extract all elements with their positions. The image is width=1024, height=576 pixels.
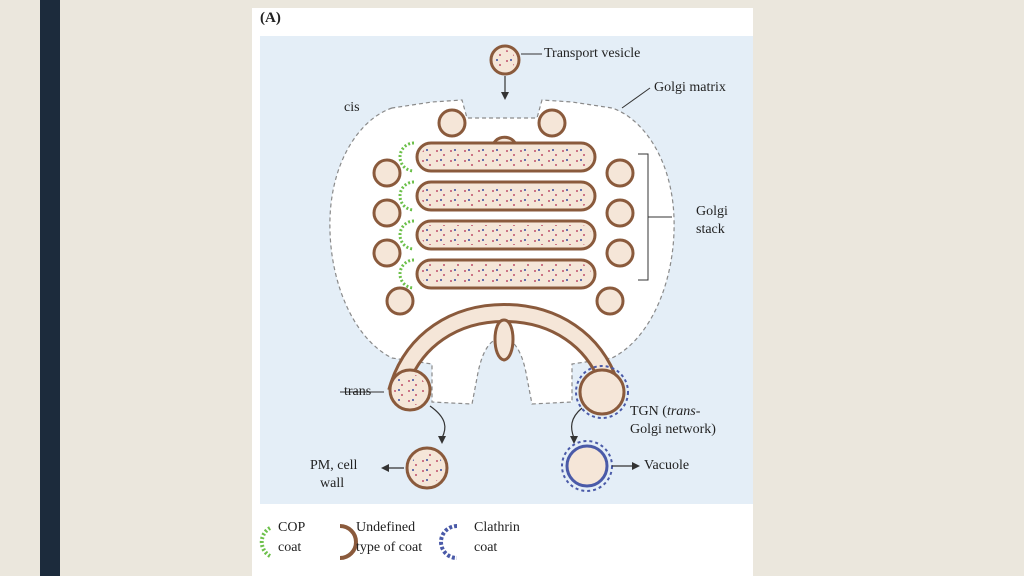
trans-label: trans bbox=[344, 384, 372, 399]
side-vesicles bbox=[372, 158, 635, 316]
panel-label: (A) bbox=[260, 10, 281, 26]
legend-cop-line2: coat bbox=[278, 540, 302, 555]
side-accent-bar bbox=[40, 0, 60, 576]
golgi-stack-bracket bbox=[638, 153, 672, 281]
clathrin-tgn-vesicle bbox=[570, 365, 629, 444]
golgi-stack bbox=[398, 141, 597, 290]
vacuole-vesicle bbox=[561, 440, 640, 492]
golgi-figure: (A) bbox=[252, 8, 753, 576]
legend-clathrin-line1: Clathrin bbox=[474, 520, 520, 535]
pm-vesicle bbox=[381, 446, 449, 490]
legend-undefined-line2: type of coat bbox=[356, 540, 423, 555]
legend-undefined-line1: Undefined bbox=[356, 520, 416, 535]
golgi-stack-label-2: stack bbox=[696, 222, 725, 237]
cis-label: cis bbox=[344, 100, 360, 115]
transport-vesicle-label: Transport vesicle bbox=[544, 46, 641, 61]
tgn-label-line1: TGN (trans- bbox=[630, 404, 701, 419]
trans-golgi-network bbox=[387, 302, 622, 396]
trans-vesicle bbox=[388, 368, 446, 444]
legend-clathrin-line2: coat bbox=[474, 540, 498, 555]
tgn-label-line2: Golgi network) bbox=[630, 422, 716, 437]
golgi-matrix-leader bbox=[621, 87, 651, 109]
legend-cop-line1: COP bbox=[278, 520, 306, 535]
pm-label-line2: wall bbox=[320, 476, 345, 491]
vacuole-label: Vacuole bbox=[644, 458, 690, 473]
transport-vesicle bbox=[489, 44, 542, 100]
golgi-matrix-label: Golgi matrix bbox=[654, 80, 726, 95]
pm-label-line1: PM, cell bbox=[310, 458, 358, 473]
golgi-stack-label-1: Golgi bbox=[696, 204, 728, 219]
golgi-diagram bbox=[259, 44, 675, 560]
legend-icons bbox=[259, 524, 458, 560]
